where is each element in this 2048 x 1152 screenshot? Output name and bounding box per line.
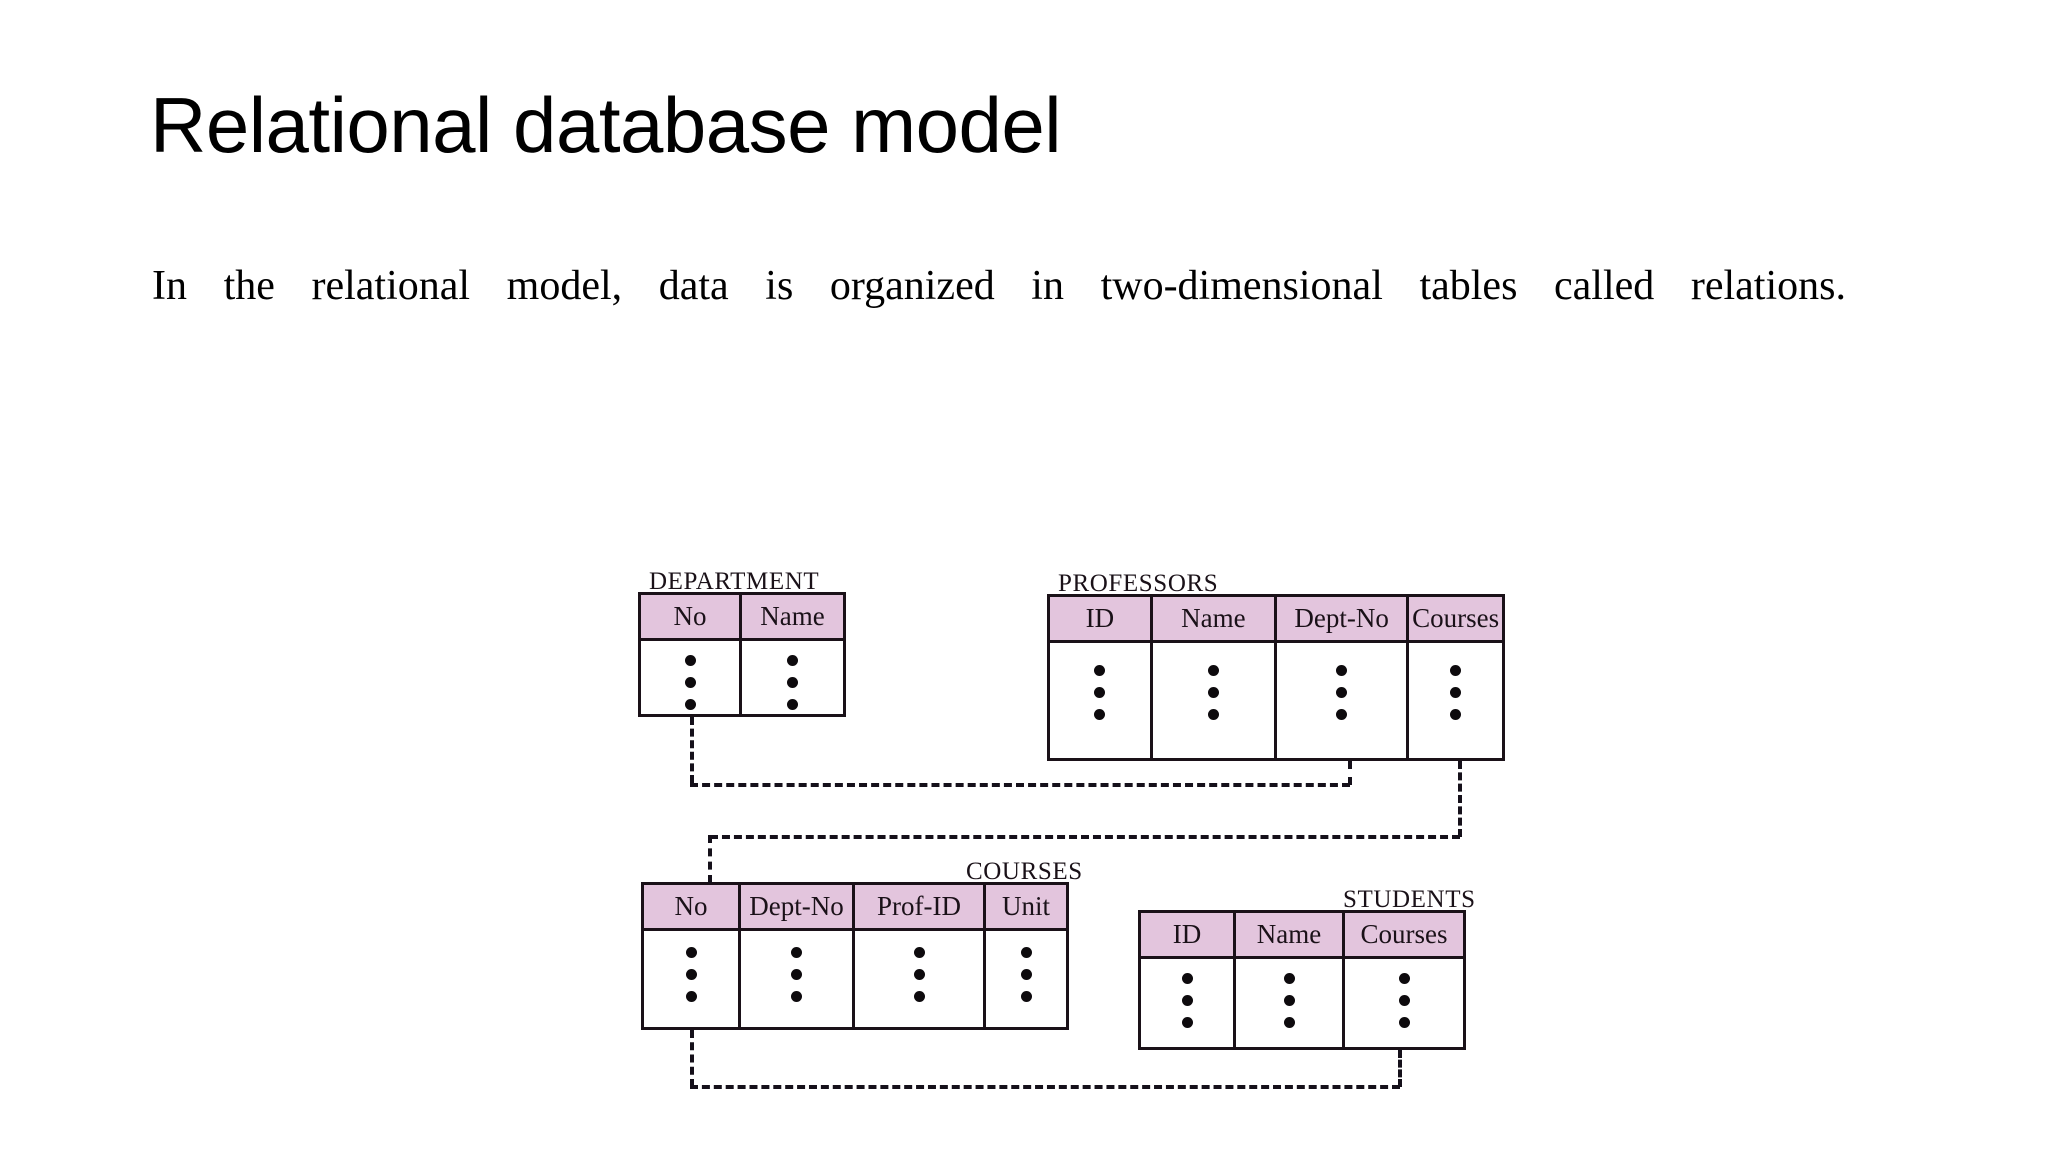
table-cell-ellipsis	[855, 931, 986, 1027]
ellipsis-dot-icon	[1336, 687, 1348, 698]
column-header-professors-dept-no: Dept-No	[1277, 597, 1410, 640]
ellipsis-dot-icon	[1181, 1017, 1193, 1028]
ellipsis-dot-icon	[1283, 1017, 1295, 1028]
ellipsis-dot-icon	[684, 677, 696, 688]
table-header-row-courses: No Dept-No Prof-ID Unit	[644, 885, 1066, 931]
table-cell-ellipsis	[644, 931, 741, 1027]
ellipsis-dot-icon	[913, 947, 925, 958]
table-body-professors	[1050, 643, 1502, 758]
table-cell-ellipsis	[1345, 959, 1463, 1047]
table-header-row-students: ID Name Courses	[1141, 913, 1463, 959]
column-header-professors-name: Name	[1153, 597, 1278, 640]
table-header-row-department: No Name	[641, 595, 843, 641]
ellipsis-dot-icon	[787, 699, 799, 710]
column-header-students-courses: Courses	[1360, 919, 1448, 949]
table-caption-department: DEPARTMENT	[649, 568, 820, 595]
ellipsis-dot-icon	[1450, 665, 1462, 676]
page-title: Relational database model	[150, 81, 1062, 169]
ellipsis-dot-icon	[684, 699, 696, 710]
table-cell-ellipsis	[741, 931, 855, 1027]
table-cell-ellipsis	[986, 931, 1066, 1027]
column-header-professors-courses: Courses	[1412, 603, 1500, 633]
ellipsis-dot-icon	[1283, 973, 1295, 984]
ellipsis-dot-icon	[1020, 947, 1032, 958]
ellipsis-dot-icon	[791, 991, 802, 1002]
column-header-department-name: Name	[760, 601, 825, 631]
table-cell-ellipsis	[1236, 959, 1345, 1047]
table-caption-courses: COURSES	[966, 858, 1083, 885]
table-courses: No Dept-No Prof-ID Unit	[641, 882, 1069, 1030]
ellipsis-dot-icon	[684, 655, 696, 666]
column-header-students-id: ID	[1141, 913, 1236, 956]
table-header-row-professors: ID Name Dept-No Courses	[1050, 597, 1502, 643]
column-header-courses-dept-no: Dept-No	[741, 885, 855, 928]
ellipsis-dot-icon	[685, 947, 697, 958]
table-students: ID Name Courses	[1138, 910, 1466, 1050]
ellipsis-dot-icon	[913, 991, 925, 1002]
column-header-department-no: No	[641, 595, 743, 638]
connector-students-courses-vertical	[1398, 1050, 1402, 1087]
connector-courses-to-students-horizontal	[690, 1085, 1400, 1089]
ellipsis-dot-icon	[1398, 1017, 1410, 1028]
connector-courses-no-top-vertical	[708, 835, 712, 883]
ellipsis-dot-icon	[1020, 969, 1032, 980]
ellipsis-dot-icon	[1336, 709, 1348, 720]
ellipsis-dot-icon	[1181, 995, 1193, 1006]
body-paragraph: In the relational model, data is organiz…	[152, 263, 1846, 309]
ellipsis-dot-icon	[1398, 973, 1410, 984]
column-header-courses-no: No	[644, 885, 741, 928]
ellipsis-dot-icon	[1020, 991, 1032, 1002]
ellipsis-dot-icon	[1207, 687, 1219, 698]
ellipsis-dot-icon	[685, 969, 697, 980]
ellipsis-dot-icon	[1450, 709, 1462, 720]
connector-professors-to-courses-horizontal	[710, 835, 1460, 839]
table-department: No Name	[638, 592, 846, 717]
ellipsis-dot-icon	[1336, 665, 1348, 676]
ellipsis-dot-icon	[787, 655, 799, 666]
connector-department-to-professors-horizontal	[690, 783, 1350, 787]
connector-professors-courses-vertical	[1458, 761, 1462, 837]
column-header-professors-id: ID	[1050, 597, 1153, 640]
ellipsis-dot-icon	[787, 677, 799, 688]
table-cell-ellipsis	[1153, 643, 1278, 758]
connector-professors-dept-no-vertical	[1348, 761, 1352, 785]
ellipsis-dot-icon	[791, 969, 802, 980]
ellipsis-dot-icon	[1283, 995, 1295, 1006]
table-caption-professors: PROFESSORS	[1058, 570, 1219, 597]
ellipsis-dot-icon	[1094, 665, 1106, 676]
ellipsis-dot-icon	[1181, 973, 1193, 984]
connector-department-no-vertical	[690, 717, 694, 783]
table-cell-ellipsis	[1277, 643, 1410, 758]
ellipsis-dot-icon	[1207, 665, 1219, 676]
table-cell-ellipsis	[641, 641, 743, 714]
ellipsis-dot-icon	[1450, 687, 1462, 698]
table-cell-ellipsis	[742, 641, 843, 714]
column-header-courses-unit: Unit	[1001, 891, 1050, 921]
table-caption-students: STUDENTS	[1343, 886, 1476, 913]
table-body-students	[1141, 959, 1463, 1047]
table-body-courses	[644, 931, 1066, 1027]
ellipsis-dot-icon	[1398, 995, 1410, 1006]
ellipsis-dot-icon	[1094, 687, 1106, 698]
ellipsis-dot-icon	[1207, 709, 1219, 720]
column-header-students-name: Name	[1236, 913, 1345, 956]
table-cell-ellipsis	[1409, 643, 1502, 758]
ellipsis-dot-icon	[913, 969, 925, 980]
table-cell-ellipsis	[1050, 643, 1153, 758]
ellipsis-dot-icon	[1094, 709, 1106, 720]
ellipsis-dot-icon	[685, 991, 697, 1002]
column-header-courses-prof-id: Prof-ID	[855, 885, 986, 928]
ellipsis-dot-icon	[791, 947, 802, 958]
connector-courses-no-bottom-vertical	[690, 1030, 694, 1087]
table-cell-ellipsis	[1141, 959, 1236, 1047]
table-body-department	[641, 641, 843, 714]
table-professors: ID Name Dept-No Courses	[1047, 594, 1505, 761]
